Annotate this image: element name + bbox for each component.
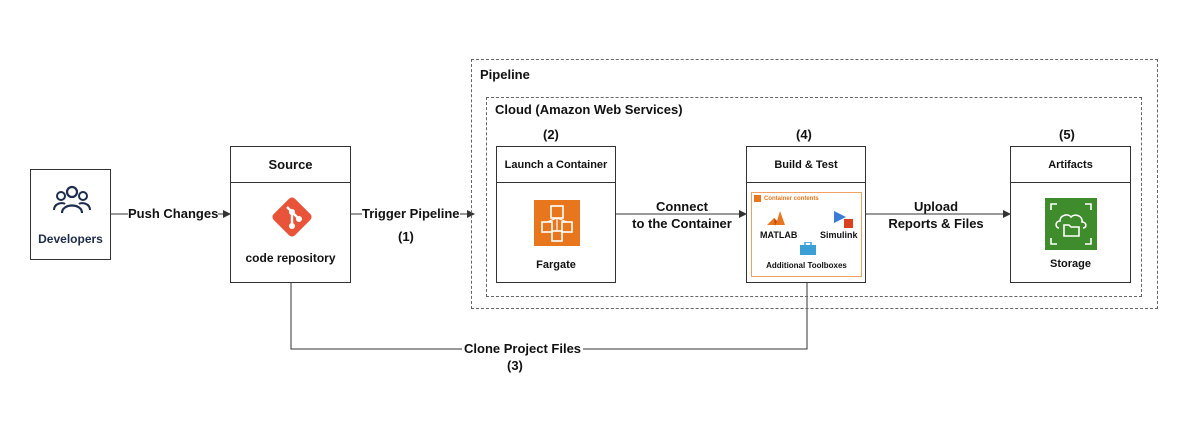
users-icon xyxy=(53,183,91,222)
source-title: Source xyxy=(231,147,350,183)
toolboxes-label: Additional Toolboxes xyxy=(766,261,847,270)
build-step: (4) xyxy=(796,127,812,142)
launch-step: (2) xyxy=(543,127,559,142)
developers-node: Developers xyxy=(30,169,111,260)
container-contents-header: Container contents xyxy=(754,195,819,202)
upload-line1: Upload xyxy=(913,199,959,214)
clone-label: Clone Project Files xyxy=(462,341,584,356)
build-title: Build & Test xyxy=(747,147,865,183)
simulink-icon xyxy=(832,209,854,234)
cloud-title: Cloud (Amazon Web Services) xyxy=(495,102,683,117)
build-node: Build & Test Container contents MATLAB S… xyxy=(746,146,866,283)
matlab-label: MATLAB xyxy=(760,230,798,240)
artifacts-node: Artifacts Storage xyxy=(1010,146,1131,283)
fargate-icon xyxy=(534,200,580,251)
source-label: code repository xyxy=(245,251,336,265)
developers-label: Developers xyxy=(38,232,103,246)
upload-label: Upload Reports & Files xyxy=(880,198,992,232)
connect-line2: to the Container xyxy=(626,215,738,232)
simulink-label: Simulink xyxy=(820,230,858,240)
launch-title: Launch a Container xyxy=(497,147,615,183)
upload-line2: Reports & Files xyxy=(880,215,992,232)
container-contents-label: Container contents xyxy=(764,195,819,202)
artifacts-step: (5) xyxy=(1059,127,1075,142)
artifacts-title: Artifacts xyxy=(1011,147,1130,183)
pipeline-title: Pipeline xyxy=(480,67,530,82)
connect-label: Connect to the Container xyxy=(626,198,738,232)
cloud-boundary xyxy=(486,97,1142,297)
matlab-icon xyxy=(766,210,786,233)
storage-icon xyxy=(1045,198,1097,255)
pipeline-boundary xyxy=(471,59,1158,309)
container-contents: Container contents MATLAB Simulink Addit… xyxy=(751,192,862,277)
toolbox-icon xyxy=(799,241,817,261)
trigger-step: (1) xyxy=(398,229,414,244)
launch-node: Launch a Container Fargate xyxy=(496,146,616,283)
artifacts-label: Storage xyxy=(1050,258,1091,270)
trigger-label: Trigger Pipeline xyxy=(362,206,460,221)
clone-step: (3) xyxy=(507,358,523,373)
connect-line1: Connect xyxy=(656,199,708,214)
source-node: Source code repository xyxy=(230,146,351,283)
launch-label: Fargate xyxy=(536,259,576,271)
git-icon xyxy=(270,195,314,244)
push-label: Push Changes xyxy=(128,206,219,221)
container-icon xyxy=(754,195,761,202)
